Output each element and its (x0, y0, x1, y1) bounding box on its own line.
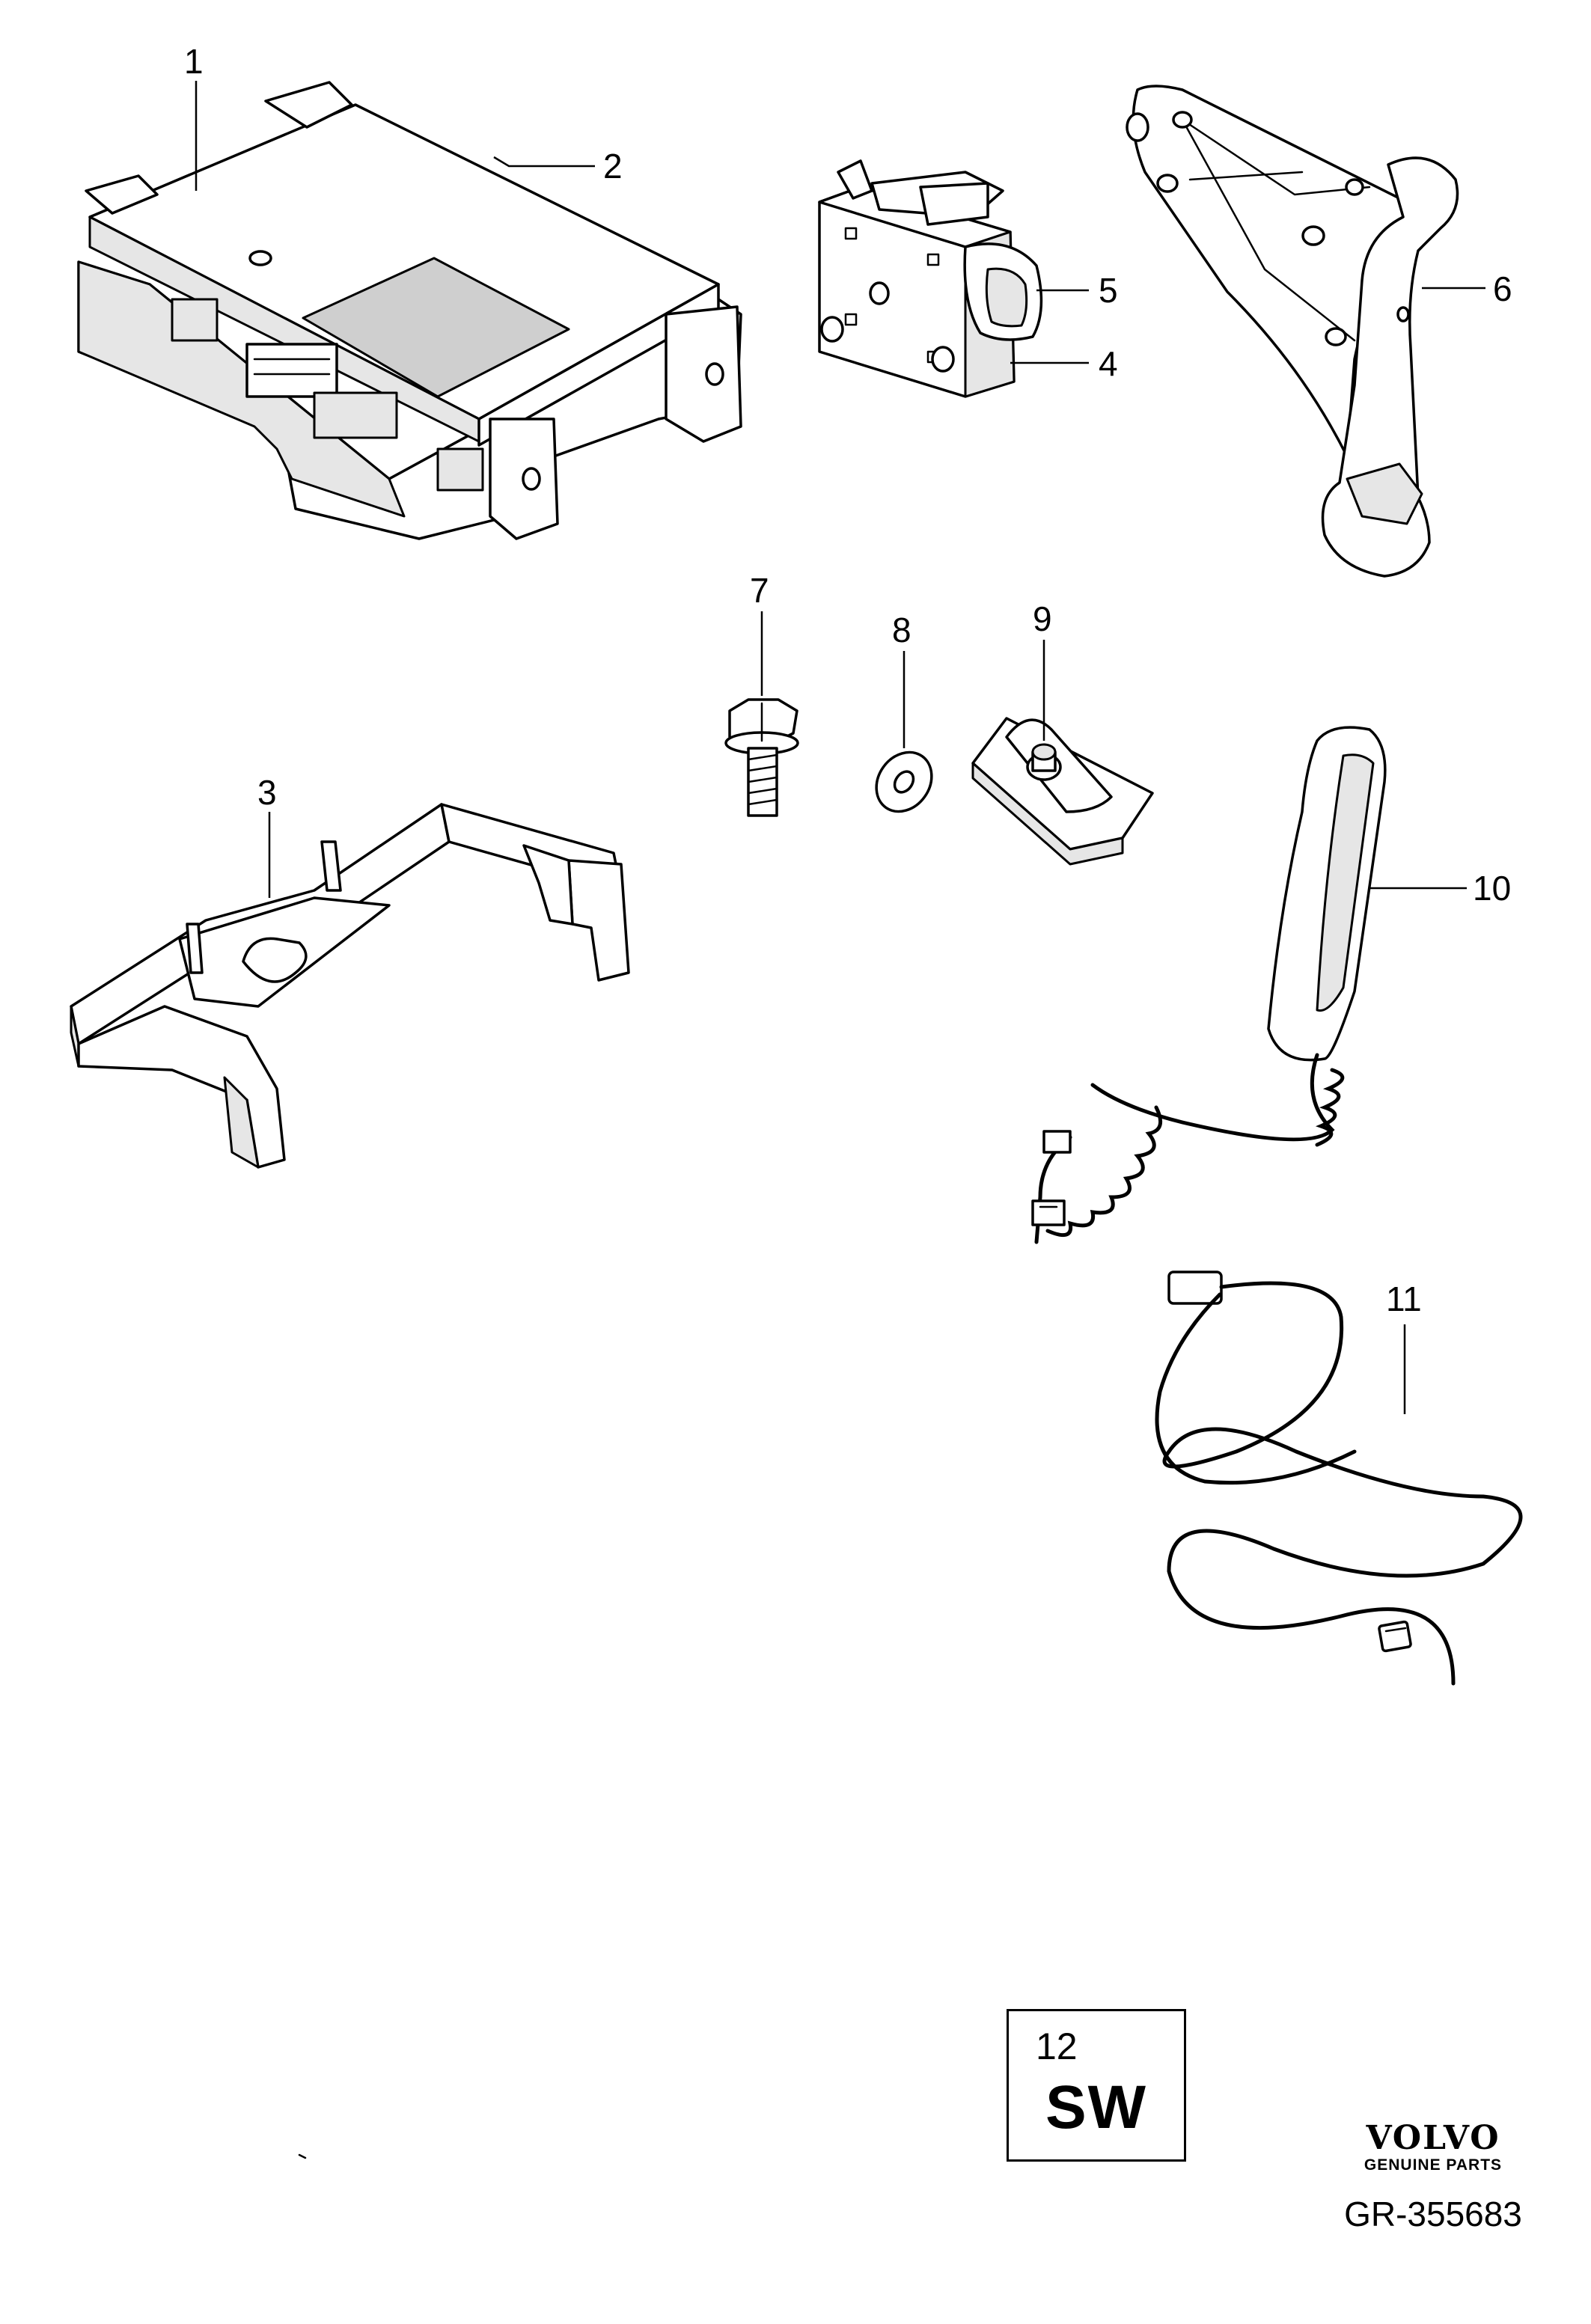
mounting-bracket-icon (70, 803, 630, 1169)
brand-logo: VOLVO GENUINE PARTS (1347, 2120, 1519, 2174)
cable-icon (1155, 1270, 1523, 1686)
callout-10: 10 (1473, 869, 1511, 908)
software-box: 12 SW (1007, 2009, 1186, 2162)
callout-2: 2 (603, 147, 623, 186)
callout-8: 8 (892, 611, 911, 649)
flange-bolt-icon (724, 698, 799, 817)
control-module-icon (77, 81, 742, 540)
holder-icon (818, 159, 1016, 398)
stray-mark (298, 2153, 307, 2159)
callout-11: 11 (1386, 1279, 1422, 1318)
callout-4: 4 (1099, 344, 1118, 383)
leader-lines (195, 81, 1485, 1414)
callout-9: 9 (1033, 599, 1052, 638)
handset-icon (1031, 726, 1387, 1244)
brand-name: VOLVO (1366, 2119, 1500, 2157)
callout-5: 5 (1099, 271, 1118, 310)
sw-box-code: SW (1045, 2073, 1148, 2141)
figure-reference: GR-355683 (1344, 2195, 1522, 2233)
washer-icon (875, 750, 933, 813)
callout-1: 1 (184, 42, 204, 81)
handset-cradle-icon (1126, 85, 1459, 578)
callout-6: 6 (1493, 269, 1512, 308)
brand-tagline: GENUINE PARTS (1364, 2156, 1503, 2174)
callout-7: 7 (750, 571, 769, 610)
release-button-icon (963, 242, 1043, 341)
sw-box-number: 12 (1036, 2025, 1078, 2067)
callout-3: 3 (257, 773, 277, 812)
callouts: 1 2 3 4 5 6 7 8 9 10 11 (184, 42, 1512, 1318)
clip-nut-icon (971, 717, 1154, 866)
